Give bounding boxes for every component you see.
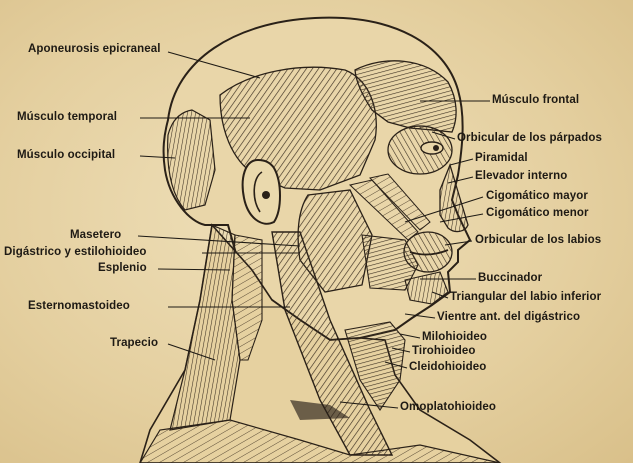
label-cleidohioideo: Cleidohioideo <box>409 361 486 374</box>
label-frontal: Músculo frontal <box>492 94 579 107</box>
label-trapecio: Trapecio <box>110 337 158 350</box>
label-cigomatico-mayor: Cigomático mayor <box>486 190 588 203</box>
label-temporal: Músculo temporal <box>17 111 117 124</box>
label-elevador: Elevador interno <box>475 170 567 183</box>
label-aponeurosis: Aponeurosis epicraneal <box>28 43 161 56</box>
label-omoplatohioideo: Omoplatohioideo <box>400 401 496 414</box>
label-masetero: Masetero <box>70 229 121 242</box>
label-orbicular-labios: Orbicular de los labios <box>475 234 601 247</box>
label-esplenio: Esplenio <box>98 262 147 275</box>
trapezius-muscle <box>170 225 240 430</box>
label-triangular: Triangular del labio inferior <box>450 291 601 304</box>
label-digastrico: Digástrico y estilohioideo <box>4 246 147 259</box>
label-cigomatico-menor: Cigomático menor <box>486 207 589 220</box>
label-orbicular-parpados: Orbicular de los párpados <box>457 132 602 145</box>
label-buccinador: Buccinador <box>478 272 542 285</box>
label-milohioideo: Milohioideo <box>422 331 487 344</box>
label-tirohioideo: Tirohioideo <box>412 345 476 358</box>
label-vientre: Vientre ant. del digástrico <box>437 311 580 324</box>
label-occipital: Músculo occipital <box>17 149 115 162</box>
label-piramidal: Piramidal <box>475 152 528 165</box>
label-esternomastoideo: Esternomastoideo <box>28 300 130 313</box>
eye <box>421 142 443 154</box>
